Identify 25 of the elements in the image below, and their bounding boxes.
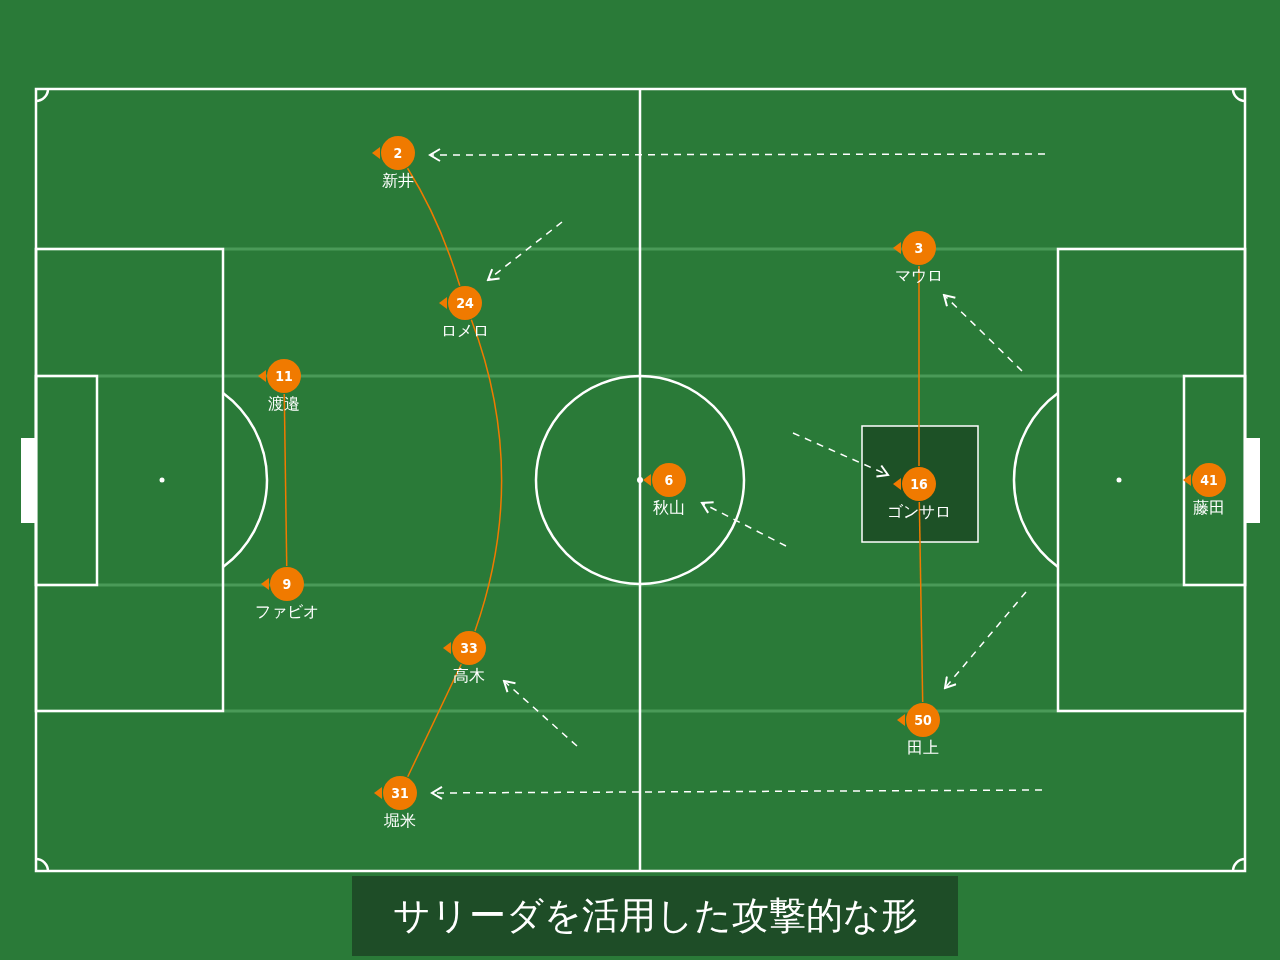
caption: サリーダを活用した攻撃的な形 bbox=[352, 876, 958, 956]
player-number: 41 bbox=[1199, 471, 1219, 489]
player-number: 3 bbox=[913, 239, 925, 257]
player-number: 6 bbox=[663, 471, 675, 489]
player-number: 33 bbox=[459, 639, 479, 657]
passing-line bbox=[918, 501, 924, 703]
player-name: 新井 bbox=[381, 171, 415, 191]
player-name: 藤田 bbox=[1192, 498, 1226, 518]
passing-line bbox=[406, 167, 461, 287]
player-number: 50 bbox=[913, 711, 933, 729]
passing-line bbox=[407, 663, 462, 778]
passing-line bbox=[283, 393, 288, 567]
player-number: 31 bbox=[390, 784, 410, 802]
passing-line bbox=[918, 265, 920, 467]
player-number: 9 bbox=[281, 575, 293, 593]
player-number: 24 bbox=[455, 294, 475, 312]
player-number: 16 bbox=[909, 475, 929, 493]
passing-line bbox=[470, 319, 503, 632]
player-number: 2 bbox=[392, 144, 404, 162]
player-name: 田上 bbox=[906, 738, 940, 758]
player-name: 秋山 bbox=[652, 498, 686, 518]
player-name: ロメロ bbox=[440, 321, 490, 341]
player-number: 11 bbox=[274, 367, 294, 385]
player-name: ファビオ bbox=[254, 602, 320, 622]
player-name: 堀米 bbox=[383, 811, 417, 831]
